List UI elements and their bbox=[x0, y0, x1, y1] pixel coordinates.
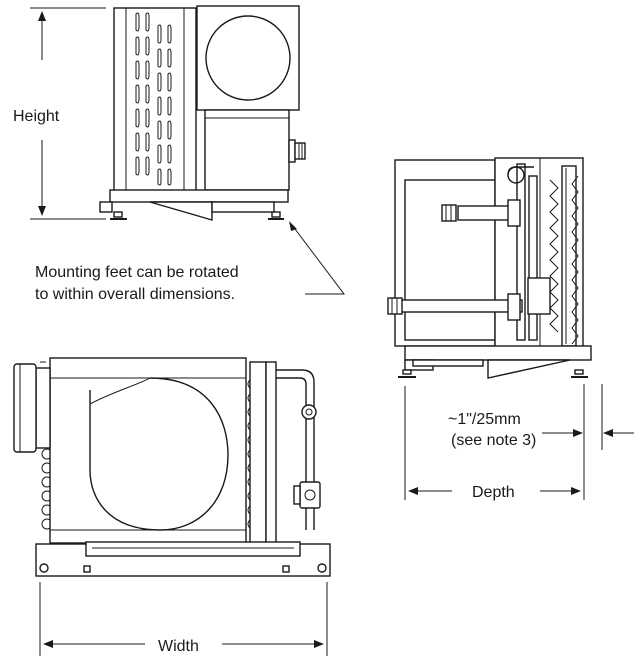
depth-dimension: Depth bbox=[404, 386, 585, 501]
clearance-note: (see note 3) bbox=[451, 432, 536, 449]
height-label: Height bbox=[13, 108, 60, 125]
width-dimension: Width bbox=[39, 582, 328, 656]
clearance-dimension: ~1"/25mm (see note 3) bbox=[448, 384, 634, 450]
end-view bbox=[387, 157, 592, 379]
mounting-note-line1: Mounting feet can be rotated bbox=[35, 264, 239, 281]
coil-tubes bbox=[549, 175, 579, 345]
clearance-label: ~1"/25mm bbox=[448, 411, 521, 428]
fan-shroud-circle bbox=[205, 15, 291, 101]
width-label: Width bbox=[158, 638, 199, 655]
height-dimension: Height bbox=[13, 7, 106, 220]
mounting-note: Mounting feet can be rotated to within o… bbox=[35, 221, 346, 303]
depth-label: Depth bbox=[472, 484, 515, 501]
fin-slots bbox=[135, 12, 172, 186]
mounting-note-line2: to within overall dimensions. bbox=[35, 286, 235, 303]
front-view bbox=[13, 357, 331, 577]
side-view bbox=[99, 5, 306, 221]
